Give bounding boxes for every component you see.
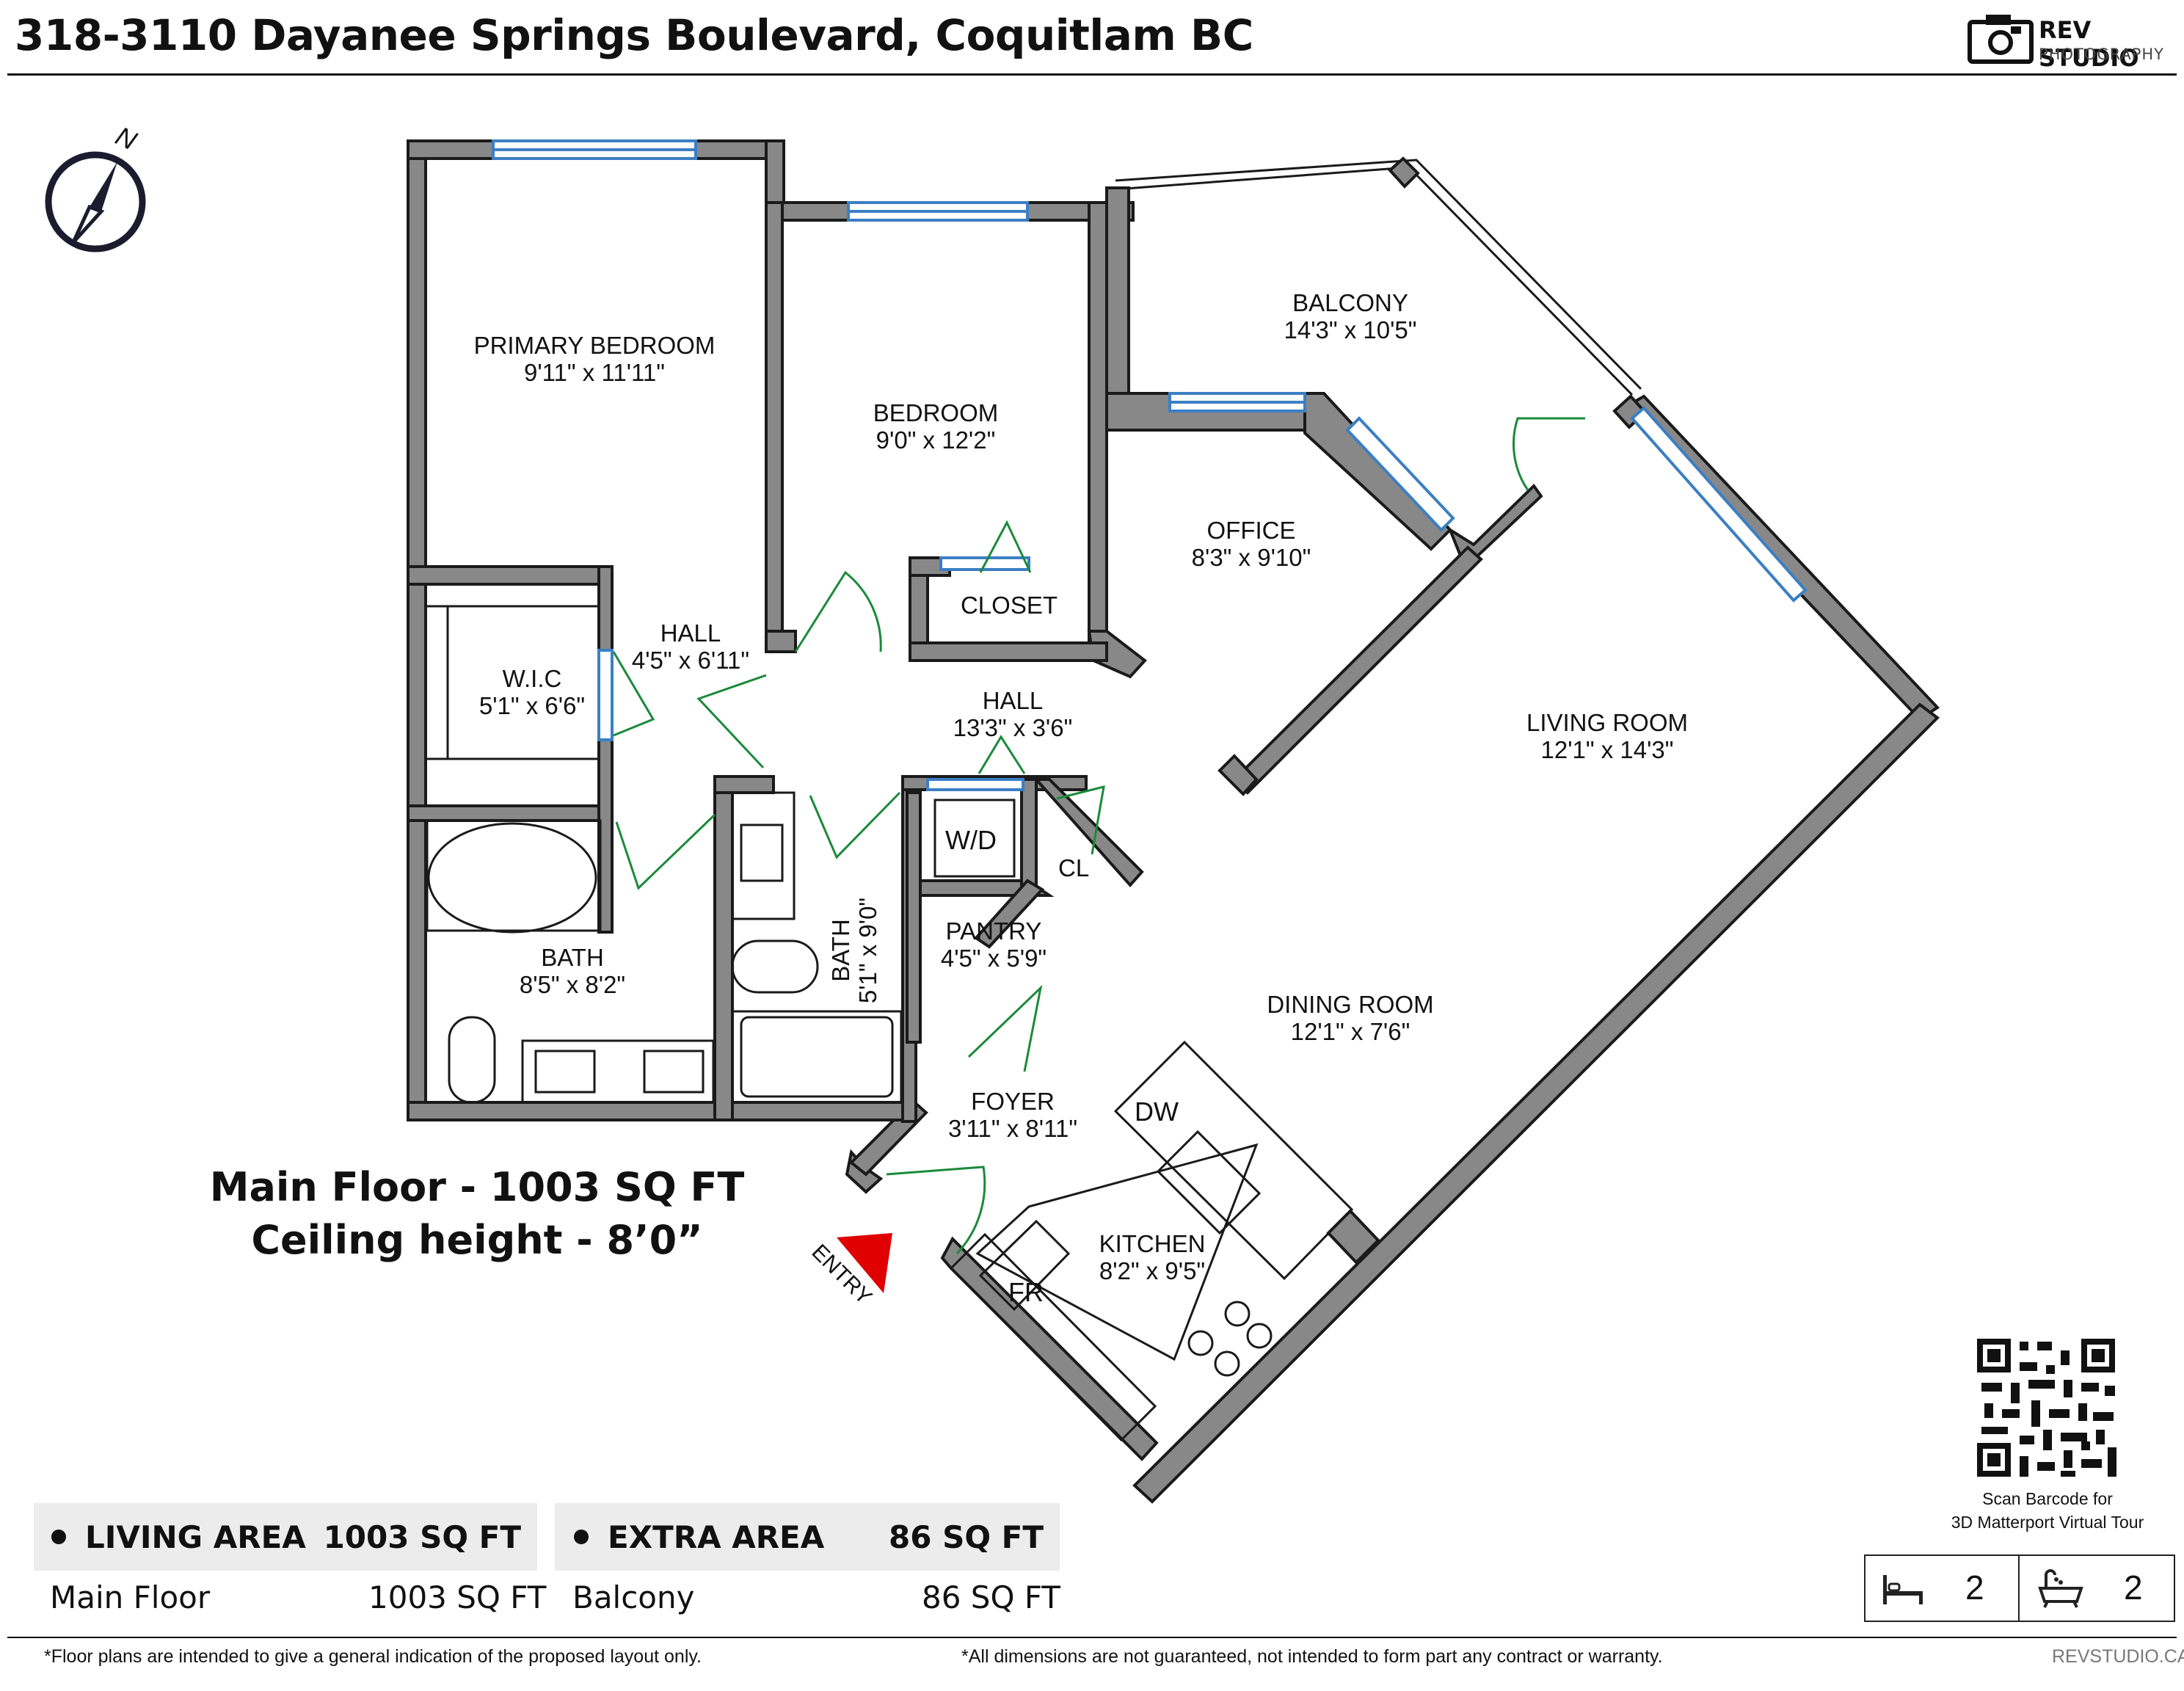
room-bath-main: BATH 8'5" x 8'2" (499, 944, 646, 998)
label-fridge: FR (1008, 1277, 1044, 1307)
room-name: PRIMARY BEDROOM (473, 332, 716, 359)
compass-north-label: N (112, 120, 142, 156)
room-living: LIVING ROOM 12'1" x 14'3" (1504, 709, 1710, 763)
room-hall-2: HALL 13'3" x 3'6" (932, 687, 1093, 741)
room-primary-bedroom: PRIMARY BEDROOM 9'11" x 11'11" (448, 332, 741, 386)
brand-subtitle: PHOTOGRAPHY (2039, 46, 2165, 63)
living-area-total: 1003 SQ FT (323, 1519, 521, 1555)
room-name: BALCONY (1292, 289, 1408, 316)
extra-area-label: EXTRA AREA (608, 1519, 825, 1555)
label-closet-cl: CL (1058, 854, 1090, 881)
entry-marker (837, 1233, 892, 1293)
qr-caption: Scan Barcode for 3D Matterport Virtual T… (1908, 1487, 2184, 1534)
qr-code (1974, 1336, 2118, 1480)
living-area-label: LIVING AREA (85, 1519, 306, 1555)
bathtub-icon (2038, 1569, 2083, 1608)
bullet-icon (51, 1530, 66, 1544)
extra-area-header: EXTRA AREA 86 SQ FT (555, 1503, 1060, 1571)
extra-area-total: 86 SQ FT (889, 1519, 1044, 1555)
summary-ceiling: Ceiling height - 8’0” (251, 1217, 703, 1263)
room-dims: 4'5" x 6'11" (631, 647, 750, 674)
room-dims: 14'3" x 10'5" (1284, 316, 1417, 343)
footer-divider (7, 1637, 2177, 1638)
room-dims: 4'5" x 5'9" (940, 945, 1047, 972)
header-divider (7, 73, 2177, 76)
bathroom-count: 2 (2124, 1568, 2143, 1607)
floor-summary: Main Floor - 1003 SQ FT Ceiling height -… (198, 1161, 756, 1267)
living-area-header: LIVING AREA 1003 SQ FT (34, 1503, 537, 1571)
footer-disclaimer-left: *Floor plans are intended to give a gene… (44, 1646, 702, 1667)
room-balcony: BALCONY 14'3" x 10'5" (1248, 289, 1453, 343)
label-dishwasher: DW (1135, 1097, 1179, 1127)
room-counts: 2 2 (1864, 1554, 2175, 1622)
room-name: DINING ROOM (1267, 991, 1434, 1018)
room-kitchen: KITCHEN 8'2" x 9'5" (1079, 1230, 1226, 1284)
bullet-icon (574, 1530, 589, 1544)
room-bath-2: BATH 5'1" x 9'0" (827, 877, 881, 1024)
room-closet: CLOSET (932, 592, 1086, 619)
bedroom-count: 2 (1965, 1568, 1984, 1607)
room-foyer: FOYER 3'11" x 8'11" (932, 1088, 1093, 1142)
room-pantry: PANTRY 4'5" x 5'9" (928, 917, 1060, 972)
room-name: BATH (541, 944, 604, 971)
room-dims: 5'1" x 9'0" (854, 897, 881, 1004)
room-name: HALL (660, 619, 721, 647)
label-washer-dryer: W/D (945, 825, 997, 855)
room-name: HALL (982, 687, 1044, 714)
camera-logo-icon (1968, 15, 2034, 64)
compass-icon (45, 151, 146, 252)
extra-row-name: Balcony (572, 1579, 695, 1615)
room-dims: 9'11" x 11'11" (524, 359, 665, 386)
room-dims: 13'3" x 3'6" (953, 714, 1073, 741)
room-dims: 3'11" x 8'11" (947, 1115, 1078, 1142)
room-office: OFFICE 8'3" x 9'10" (1152, 517, 1350, 571)
room-name: OFFICE (1206, 517, 1296, 544)
room-dims: 8'2" x 9'5" (1099, 1257, 1206, 1284)
bed-icon (1883, 1575, 1923, 1604)
counts-divider (2018, 1556, 2020, 1621)
room-name: BATH (827, 919, 854, 982)
room-name: BEDROOM (873, 399, 999, 426)
room-name: CLOSET (960, 592, 1058, 619)
summary-area: Main Floor - 1003 SQ FT (209, 1164, 745, 1210)
room-name: W.I.C (502, 665, 562, 692)
room-dims: 5'1" x 6'6" (478, 692, 586, 719)
brand-name: REV STUDIO (2039, 16, 2139, 72)
room-dims: 12'1" x 7'6" (1290, 1018, 1410, 1045)
room-name: KITCHEN (1099, 1230, 1206, 1257)
room-name: LIVING ROOM (1526, 709, 1689, 736)
room-dims: 8'5" x 8'2" (519, 971, 626, 998)
footer-disclaimer-right: *All dimensions are not guaranteed, not … (961, 1646, 1663, 1667)
living-row-value: 1003 SQ FT (368, 1579, 547, 1615)
footer-website[interactable]: REVSTUDIO.CA (2052, 1646, 2184, 1667)
room-name: FOYER (971, 1088, 1055, 1115)
room-dims: 12'1" x 14'3" (1540, 736, 1674, 763)
room-bedroom: BEDROOM 9'0" x 12'2" (837, 399, 1035, 454)
room-hall-1: HALL 4'5" x 6'11" (621, 619, 760, 674)
room-name: PANTRY (945, 917, 1042, 945)
living-row-name: Main Floor (50, 1579, 211, 1615)
qr-caption-line2: 3D Matterport Virtual Tour (1951, 1513, 2144, 1532)
room-dining: DINING ROOM 12'1" x 7'6" (1248, 991, 1453, 1045)
room-wic: W.I.C 5'1" x 6'6" (470, 665, 594, 719)
room-dims: 9'0" x 12'2" (876, 426, 996, 454)
qr-caption-line1: Scan Barcode for (1982, 1489, 2113, 1508)
room-dims: 8'3" x 9'10" (1191, 544, 1311, 571)
extra-row-value: 86 SQ FT (922, 1579, 1060, 1615)
listing-address: 318-3110 Dayanee Springs Boulevard, Coqu… (15, 10, 1253, 60)
